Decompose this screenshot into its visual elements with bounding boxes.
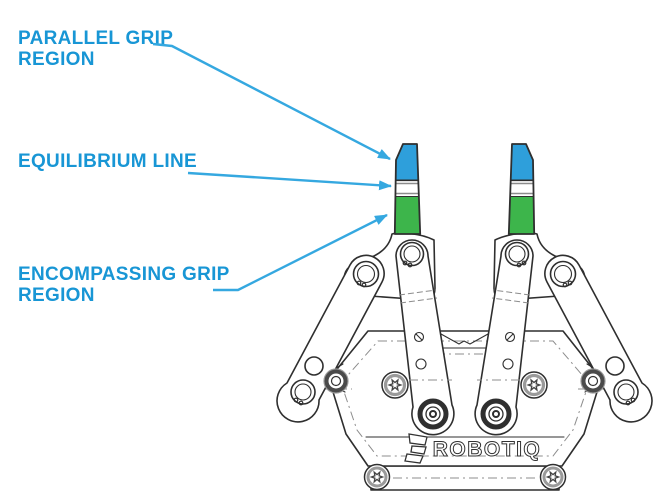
bottom-torx-bolt-left: [363, 463, 391, 491]
callout-parallel-grip-line1: PARALLEL GRIP: [18, 28, 174, 49]
callout-equilibrium-line1: EQUILIBRIUM LINE: [18, 151, 197, 172]
callout-equilibrium-line: EQUILIBRIUM LINE: [18, 151, 197, 172]
encompassing-grip-arrow: [213, 213, 388, 292]
parallel-grip-arrow: [152, 42, 391, 161]
palm-body: [300, 330, 630, 491]
robotiq-logo-text: ROBOTIQ: [433, 438, 542, 461]
robotiq-logo-mark-icon: [404, 433, 428, 464]
equilibrium-line-arrow: [187, 171, 392, 191]
callout-parallel-grip-region: PARALLEL GRIP REGION: [18, 28, 173, 70]
callout-encompassing-line1: ENCOMPASSING GRIP: [18, 264, 230, 285]
robotiq-logo: ROBOTIQ: [404, 433, 542, 464]
callout-encompassing-grip-region: ENCOMPASSING GRIP REGION: [18, 264, 230, 306]
bottom-torx-bolt-right: [539, 463, 567, 491]
callout-encompassing-line2: REGION: [18, 285, 95, 306]
palm-outline: [328, 330, 602, 467]
palm-inset-centerline: [340, 340, 590, 457]
callout-parallel-grip-line2: REGION: [18, 49, 95, 70]
palm-top-notch: [440, 333, 489, 345]
